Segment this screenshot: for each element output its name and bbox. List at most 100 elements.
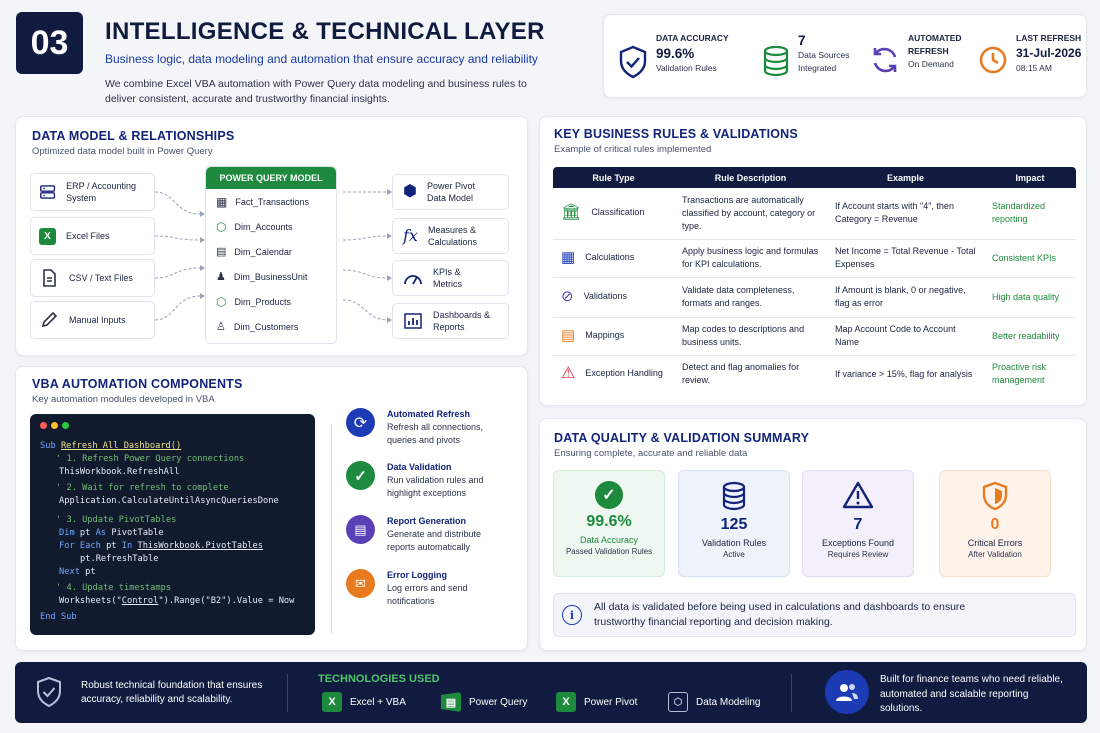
kpi-title: DATA ACCURACY	[656, 33, 729, 43]
rule-type: Classification	[591, 206, 645, 217]
code-line: Application.CalculateUntilAsyncQueriesDo…	[59, 496, 279, 506]
model-table: ♟Dim_BusinessUnit	[206, 264, 336, 289]
tech-title: TECHNOLOGIES USED	[318, 673, 440, 685]
users-icon	[825, 670, 869, 714]
model-table: ▦Fact_Transactions	[206, 189, 336, 214]
code-text: pt	[79, 567, 96, 577]
rule-description: Transactions are automatically classifie…	[674, 188, 827, 240]
output-label: Measures & Calculations	[427, 225, 477, 247]
output-label: Dashboards & Reports	[433, 310, 491, 332]
component-title: Data Validation	[387, 462, 452, 472]
output-label: Power Pivot Data Model	[426, 181, 475, 203]
component-desc: Generate and distribute reports automati…	[387, 529, 482, 552]
refresh-icon	[873, 47, 897, 73]
code-text: ").Range("B2").Value = Now	[158, 596, 295, 606]
kpi-value: 99.6%	[656, 46, 695, 61]
rule-description: Detect and flag anomalies for review.	[682, 362, 800, 386]
code-keyword: Next	[59, 567, 80, 577]
rule-type: Calculations	[585, 251, 635, 262]
rule-type-cell: ▤Mappings	[553, 317, 674, 356]
code-text: pt	[74, 528, 96, 538]
tech-label: Data Modeling	[696, 696, 761, 708]
excel-icon: X	[322, 692, 342, 712]
database-icon	[763, 45, 789, 77]
model-table-label: Dim_BusinessUnit	[233, 271, 308, 282]
divider	[331, 424, 332, 634]
footer-left-text: Robust technical foundation that ensures…	[81, 680, 263, 705]
footer-right-text: Built for finance teams who need reliabl…	[880, 674, 1063, 714]
code-keyword: In	[121, 541, 133, 551]
code-line: Next pt	[40, 566, 305, 579]
column-header: Impact	[984, 167, 1076, 188]
component-title: Automated Refresh	[387, 409, 471, 419]
column-header: Rule Description	[674, 167, 827, 188]
kpi-data-accuracy: DATA ACCURACY 99.6% Validation Rules	[618, 33, 729, 79]
source-excel: X Excel Files	[30, 217, 155, 255]
kpi-panel: DATA ACCURACY 99.6% Validation Rules 7 D…	[603, 14, 1087, 98]
source-erp: ERP / Accounting System	[30, 173, 155, 211]
rule-impact: Consistent KPIs	[984, 239, 1076, 278]
page-subtitle: Business logic, data modeling and automa…	[105, 52, 538, 66]
column-header: Rule Type	[553, 167, 674, 188]
code-keyword: As	[95, 528, 107, 538]
rule-type-cell: ⚠Exception Handling	[553, 355, 674, 393]
kpi-title: AUTOMATED REFRESH	[908, 33, 962, 56]
server-icon	[40, 185, 56, 199]
model-table: ▤Dim_Calendar	[206, 239, 336, 264]
kpi-title: LAST REFRESH	[1016, 33, 1082, 43]
warning-icon	[842, 481, 874, 509]
output-power-pivot: ⬢ Power Pivot Data Model	[392, 174, 509, 210]
component-desc: Log errors and send notifications	[387, 583, 468, 606]
rule-description: Apply business logic and formulas for KP…	[674, 239, 827, 278]
component-desc: Refresh all connections, queries and piv…	[387, 422, 484, 445]
quality-sub: After Validation	[968, 550, 1022, 559]
output-measures: fx Measures & Calculations	[392, 218, 509, 254]
source-label: ERP / Accounting System	[66, 181, 137, 203]
model-table: ♙ Dim_Customers	[206, 314, 336, 339]
cube-icon: ⬡	[668, 692, 688, 712]
output-label: KPIs & Metrics	[433, 267, 462, 289]
model-table: ⬡Dim_Accounts	[206, 214, 336, 239]
clock-icon	[979, 46, 1007, 74]
check-circle-icon: ✓	[346, 461, 375, 490]
table-header-row: Rule Type Rule Description Example Impac…	[553, 167, 1076, 188]
user-icon: ♙	[216, 321, 226, 333]
section-number-badge: 03	[16, 12, 83, 74]
quality-label: Exceptions Found	[821, 538, 895, 548]
rule-type-cell: ⊘Validations	[553, 277, 674, 318]
model-table-label: Dim_Customers	[233, 321, 299, 332]
calculator-icon: ▦	[561, 248, 576, 266]
window-controls	[40, 422, 305, 432]
quality-exceptions: 7 Exceptions Found Requires Review	[802, 470, 914, 577]
kpi-last-refresh: LAST REFRESH 31-Jul-2026 08:15 AM	[978, 33, 1082, 75]
rule-type-cell: 🏛Classification	[553, 188, 674, 240]
check-circle-icon: ✓	[554, 481, 664, 509]
mail-icon: ✉	[346, 569, 375, 598]
divider	[287, 674, 288, 712]
kpi-data-sources: 7 Data Sources Integrated	[762, 33, 860, 77]
tech-power-query: ▤Power Query	[441, 692, 527, 712]
minimize-dot	[51, 422, 58, 429]
quality-value: 7	[853, 516, 863, 533]
code-comment: ' 2. Wait for refresh to complete	[56, 483, 229, 493]
code-text: pt	[100, 541, 122, 551]
section-title: VBA AUTOMATION COMPONENTS	[32, 377, 243, 391]
model-title: POWER QUERY MODEL	[206, 167, 336, 189]
rule-description: Validate data completeness, formats and …	[674, 277, 827, 318]
quality-value: 99.6%	[586, 513, 632, 530]
kpi-value: 31-Jul-2026	[1016, 46, 1082, 60]
database-icon	[722, 481, 746, 511]
code-comment: ' 1. Refresh Power Query connections	[56, 454, 245, 464]
code-line: ThisWorkbook.RefreshAll	[59, 467, 180, 477]
output-dashboards: Dashboards & Reports	[392, 303, 509, 339]
kpi-sub: Validation Rules	[656, 63, 717, 73]
code-comment: ' 4. Update timestamps	[56, 583, 172, 593]
code-line: Dim pt As PivotTable	[40, 527, 305, 540]
quality-label: Critical Errors	[967, 538, 1023, 548]
quality-sub: Requires Review	[827, 550, 889, 559]
quality-label: Data Accuracy	[579, 535, 639, 545]
page-description: We combine Excel VBA automation with Pow…	[105, 78, 527, 105]
code-text: Control	[121, 596, 159, 606]
